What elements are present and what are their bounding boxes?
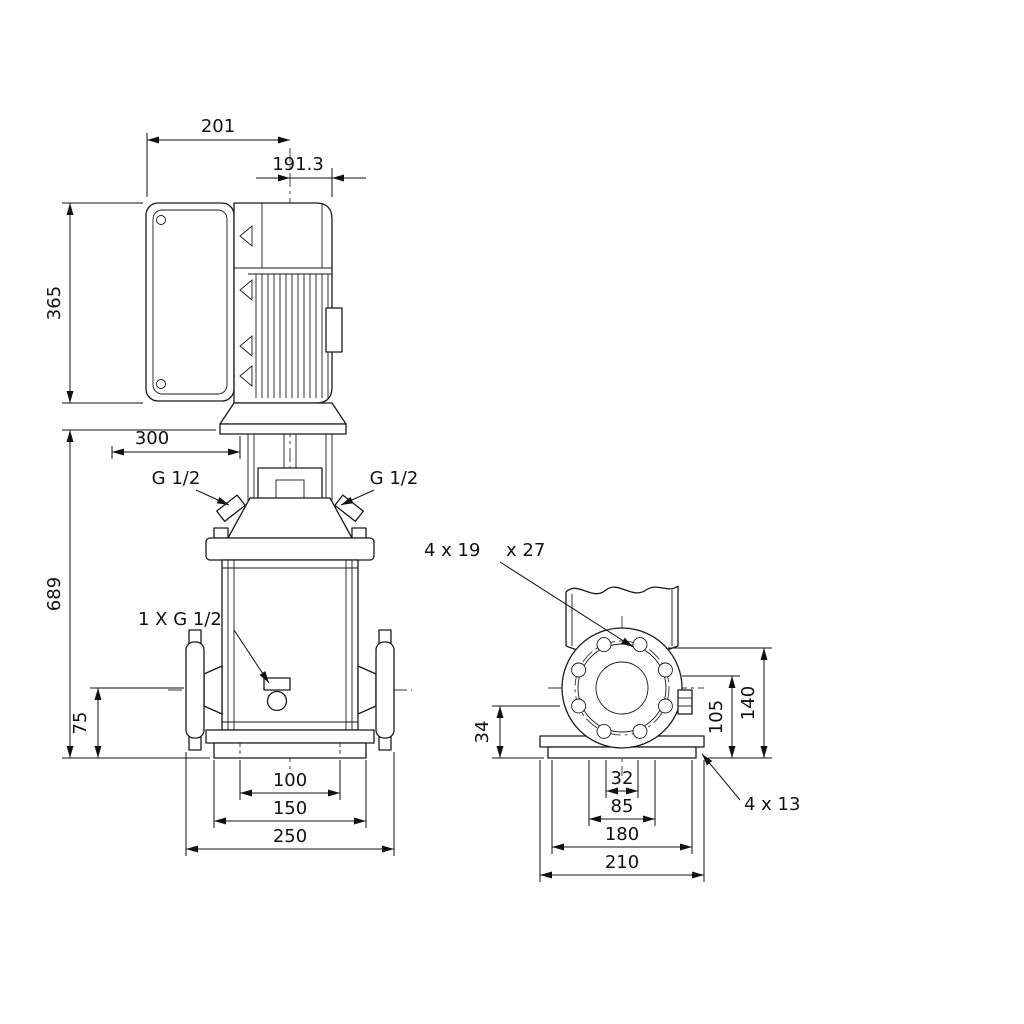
pump-base-front [205, 729, 375, 759]
dim-365-label: 365 [44, 286, 65, 320]
drain-label: 1 X G 1/2 [138, 609, 222, 630]
port-right-callout: G 1/2 [340, 468, 419, 506]
flange-outer-circle [561, 627, 683, 749]
port-left-label: G 1/2 [152, 468, 201, 489]
side-view: 34 105 140 32 85 [424, 540, 800, 882]
flange-face [561, 627, 693, 749]
dim-85-label: 85 [611, 796, 634, 817]
dim-140: 140 [668, 647, 772, 758]
dim-32-label: 32 [611, 768, 634, 789]
motor-body [233, 202, 343, 404]
dim-100: 100 [239, 760, 341, 800]
motor-lugs [239, 225, 253, 387]
drain-port [263, 677, 291, 712]
flange-holes-callout: 4 x 19 x 27 [424, 540, 634, 648]
flange-holes-label-a: 4 x 19 [424, 540, 480, 561]
screw-icon [156, 215, 166, 225]
dim-300-label: 300 [135, 428, 169, 449]
dim-689-label: 689 [44, 577, 65, 611]
dim-201-label: 201 [201, 116, 235, 137]
head-bolt [351, 527, 367, 539]
front-view: 201 191.3 365 300 689 [44, 116, 418, 856]
port-right-label: G 1/2 [370, 468, 419, 489]
dim-105: 105 [682, 675, 772, 759]
motor-flange [219, 402, 347, 435]
discharge-flange-right [357, 629, 395, 751]
screw-icon [156, 379, 166, 389]
head-bolt [213, 527, 229, 539]
dim-100-label: 100 [273, 770, 307, 791]
pump-head [205, 494, 375, 561]
base-holes-label: 4 x 13 [744, 794, 800, 815]
dim-180: 180 [551, 760, 693, 854]
head-flange [205, 537, 375, 561]
base-holes-callout: 4 x 13 [701, 753, 800, 815]
chamber-stack [221, 559, 359, 731]
dim-150: 150 [213, 760, 367, 828]
dim-201: 201 [146, 116, 290, 197]
dim-210-label: 210 [605, 852, 639, 873]
dim-365: 365 [44, 202, 143, 404]
dim-85: 85 [588, 760, 656, 826]
port-left-callout: G 1/2 [152, 468, 230, 506]
dim-32: 32 [605, 760, 639, 798]
motor-control-box [145, 202, 235, 402]
dim-180-label: 180 [605, 824, 639, 845]
dim-150-label: 150 [273, 798, 307, 819]
dim-140-label: 140 [738, 686, 759, 720]
dim-34-label: 34 [472, 721, 493, 744]
dim-34: 34 [472, 705, 560, 759]
suction-flange-left [185, 629, 223, 751]
drain-callout: 1 X G 1/2 [138, 609, 270, 684]
dim-250-label: 250 [273, 826, 307, 847]
dim-689: 689 [44, 429, 216, 759]
dim-75: 75 [70, 687, 184, 758]
pump-column-side [565, 585, 679, 651]
flange-holes-label-b: x 27 [506, 540, 545, 561]
dim-191-3-label: 191.3 [272, 154, 324, 175]
dim-250: 250 [185, 752, 395, 856]
dim-105-label: 105 [706, 700, 727, 734]
dim-300: 300 [111, 428, 241, 459]
side-plug [677, 689, 693, 715]
terminal-box [325, 307, 343, 353]
dim-75-label: 75 [70, 712, 91, 735]
bolt-circle [574, 640, 670, 736]
flange-bolt-holes [571, 637, 673, 739]
dim-210: 210 [539, 760, 705, 882]
dim-191-3: 191.3 [256, 154, 366, 197]
